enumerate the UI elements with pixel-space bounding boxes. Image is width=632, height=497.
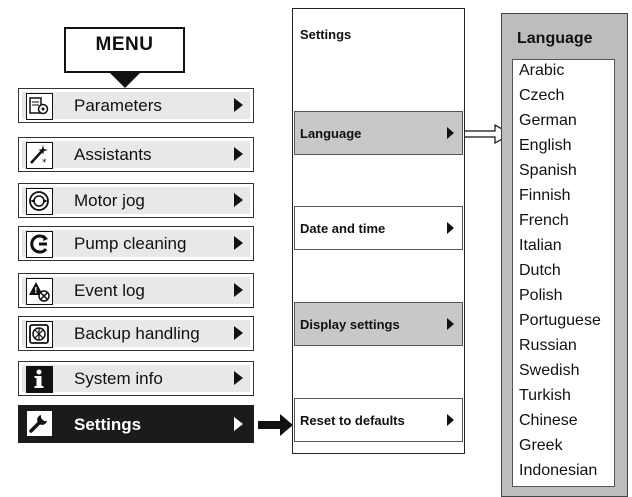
settings-option-language[interactable]: Language [294,111,463,155]
menu-item-label: Settings [74,415,142,434]
chevron-right-icon [234,193,243,207]
settings-option-date-and-time[interactable]: Date and time [294,206,463,250]
event-log-icon: ! [26,278,53,305]
motor-jog-icon [26,188,53,215]
settings-to-options-arrow [258,414,293,436]
menu-item-label: Pump cleaning [74,234,187,253]
chevron-right-icon [447,414,454,426]
language-item[interactable]: Finnish [519,187,571,204]
menu-title: MENU [95,34,154,55]
language-panel-title: Language [517,30,593,47]
menu-item-label: Backup handling [74,324,200,343]
language-item[interactable]: English [519,137,572,154]
wrench-icon [26,410,53,437]
menu-item-system-info[interactable]: System info [18,361,254,396]
menu-item-label: Motor jog [74,191,145,210]
menu-down-arrow [109,72,141,88]
chevron-right-icon [447,318,454,330]
chevron-right-icon [234,98,243,112]
menu-item-label: System info [74,369,163,388]
assistants-icon: * [26,142,53,169]
chevron-right-icon [447,222,454,234]
svg-text:*: * [42,158,47,167]
menu-item-label: Assistants [74,145,152,164]
backup-handling-icon [26,321,53,348]
option-label: Reset to defaults [300,413,405,428]
menu-item-pump-cleaning[interactable]: Pump cleaning [18,226,254,261]
language-item[interactable]: French [519,212,569,229]
language-item[interactable]: Dutch [519,262,561,279]
menu-item-motor-jog[interactable]: Motor jog [18,183,254,218]
language-item[interactable]: Italian [519,237,562,254]
language-item[interactable]: Arabic [519,62,565,79]
language-item[interactable]: Portuguese [519,312,601,329]
language-list: Arabic Czech German English Spanish Finn… [512,59,615,487]
chevron-right-icon [234,283,243,297]
language-item[interactable]: Swedish [519,362,580,379]
settings-option-display-settings[interactable]: Display settings [294,302,463,346]
menu-item-backup-handling[interactable]: Backup handling [18,316,254,351]
parameters-icon [26,93,53,120]
language-item[interactable]: Spanish [519,162,577,179]
menu-item-label: Event log [74,281,145,300]
language-item[interactable]: Greek [519,437,563,454]
chevron-right-icon [234,147,243,161]
chevron-right-icon [234,236,243,250]
chevron-right-icon [234,417,243,431]
language-item[interactable]: Chinese [519,412,578,429]
language-item[interactable]: German [519,112,577,129]
menu-item-parameters[interactable]: Parameters [18,88,254,123]
language-item[interactable]: Czech [519,87,565,104]
chevron-right-icon [234,371,243,385]
language-item[interactable]: Turkish [519,387,571,404]
chevron-right-icon [234,326,243,340]
option-label: Display settings [300,317,400,332]
menu-item-event-log[interactable]: ! Event log [18,273,254,308]
menu-item-label: Parameters [74,96,162,115]
menu-item-settings[interactable]: Settings [18,405,254,443]
chevron-right-icon [447,127,454,139]
option-label: Date and time [300,221,386,236]
settings-panel-title: Settings [300,27,352,42]
pump-cleaning-icon [26,231,53,258]
system-info-icon [26,366,53,393]
language-item[interactable]: Russian [519,337,577,354]
svg-text:!: ! [34,286,38,295]
language-item[interactable]: Indonesian [519,462,598,479]
language-item[interactable]: Polish [519,287,563,304]
menu-item-assistants[interactable]: * Assistants [18,137,254,172]
settings-option-reset-to-defaults[interactable]: Reset to defaults [294,398,463,442]
menu-header [64,27,185,73]
option-label: Language [300,126,362,141]
